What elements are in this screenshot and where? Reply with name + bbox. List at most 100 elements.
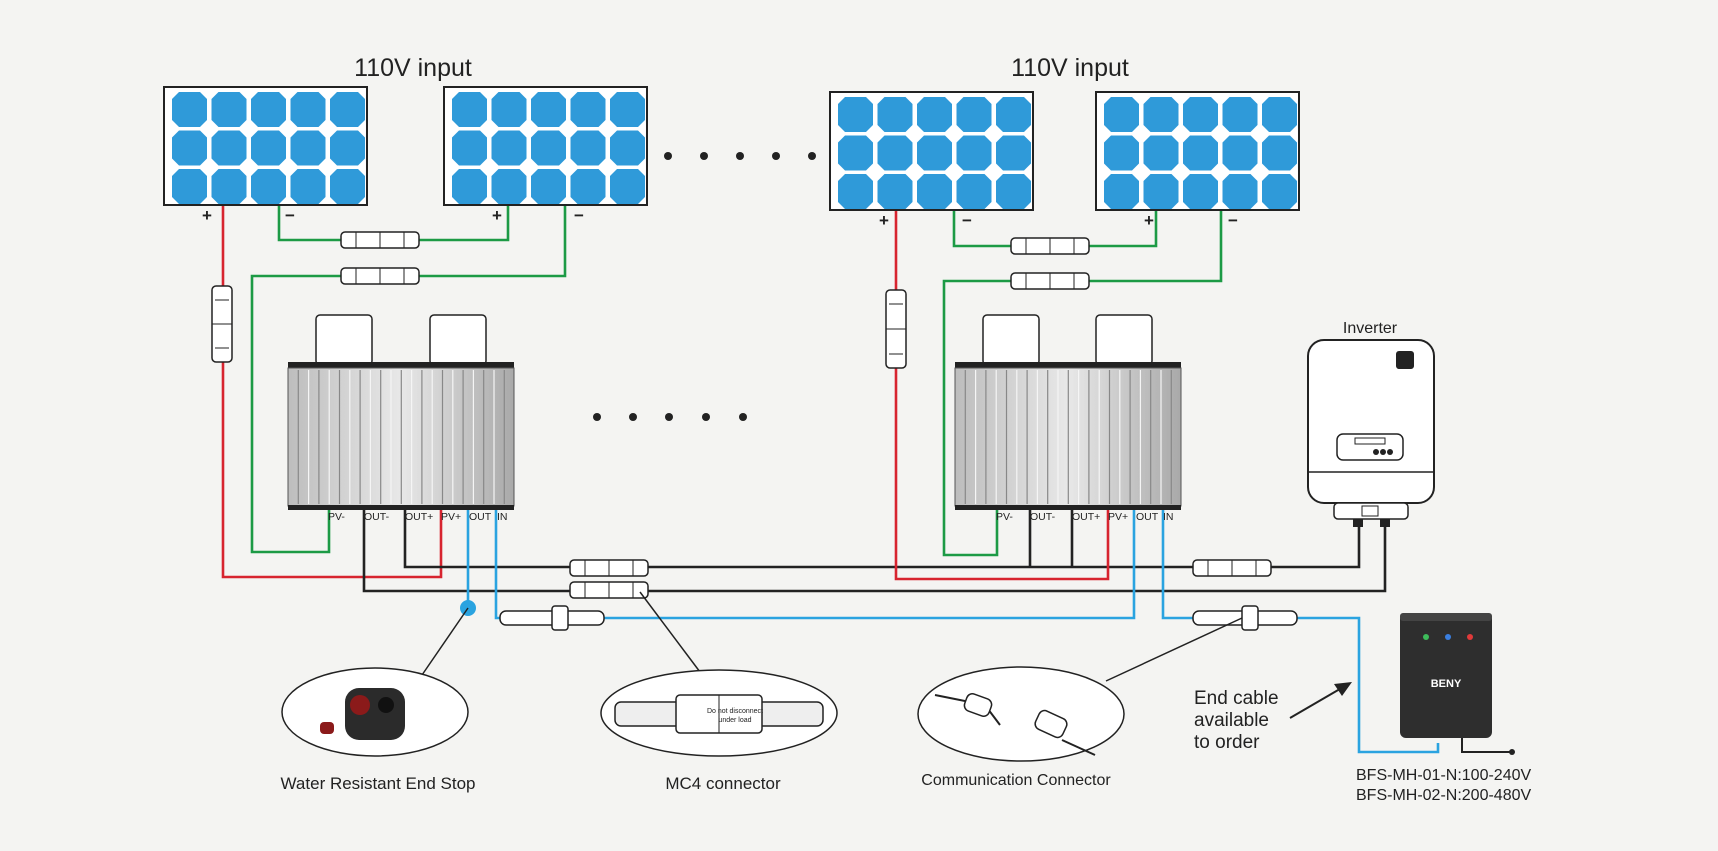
mc4-connector-series-4 [1010,272,1090,290]
solar-cell [290,130,326,166]
solar-cell [610,169,645,204]
port-label: OUT [1136,511,1159,523]
microinverter-2 [954,314,1182,510]
solar-cell [251,92,286,127]
port-label: PV- [996,511,1013,523]
solar-cell [1262,174,1297,209]
solar-cell [330,169,365,204]
solar-cell [877,135,913,171]
solar-cell [251,169,286,204]
port-label: PV- [328,511,345,523]
more-panels-dots [664,152,816,160]
end-cable-arrow [1289,682,1352,719]
device-brand: BENY [1431,678,1462,690]
solar-cell [996,97,1031,132]
solar-cell [491,92,527,127]
solar-cell [172,169,207,204]
solar-cell [1222,97,1258,132]
solar-cell [996,135,1031,171]
end-cable-line-1: End cable [1194,688,1279,709]
comm-callout [917,666,1125,762]
solar-cell [251,130,286,166]
mc4-connector-panel1-pos [211,285,233,363]
mc4-connector-ac-1 [569,559,649,577]
solar-cell [531,130,566,166]
solar-cell [877,174,913,209]
comm-label: Communication Connector [921,772,1111,789]
solar-panel-2 [443,86,648,206]
panel-2-plus: + [492,206,502,225]
solar-cell [917,97,952,132]
solar-cell [1183,174,1218,209]
mc4-warning-2: under load [718,717,751,724]
port-label: PV+ [441,511,461,523]
port-label: OUT [469,511,492,523]
panel-2-minus: − [574,206,584,225]
solar-cell [570,92,606,127]
mc4-connector-series-1 [340,231,420,249]
solar-cell [1183,135,1218,171]
solar-cell [172,130,207,166]
solar-panel-3 [829,91,1034,211]
solar-cell [1143,97,1179,132]
solar-cell [1183,97,1218,132]
port-labels-1: PV- OUT- OUT+ PV+ OUT IN [328,511,508,523]
comm-connector-1 [499,605,605,631]
mc4-connector-series-3 [1010,237,1090,255]
solar-panel-1 [163,86,368,206]
port-label: OUT+ [1072,511,1100,523]
group-title-2: 110V input [1011,54,1129,82]
comm-connector-2 [1192,605,1298,631]
solar-cell [1262,135,1297,171]
microinverter-1 [287,314,515,510]
port-label: OUT- [1030,511,1056,523]
port-label: PV+ [1108,511,1128,523]
solar-cell [610,92,645,127]
solar-cell [491,130,527,166]
inverter [1307,339,1435,527]
panel-4-minus: − [1228,211,1238,230]
end-stop-callout [281,667,469,757]
solar-cell [1143,135,1179,171]
solar-cell [452,130,487,166]
solar-cell [838,174,873,209]
device-model-2: BFS-MH-02-N:200-480V [1356,787,1532,804]
panel-3-minus: − [962,211,972,230]
solar-cell [211,169,247,204]
mc4-connector-ac-3 [1192,559,1272,577]
mc4-label: MC4 connector [665,774,781,793]
panel-3-plus: + [879,211,889,230]
solar-cell [211,92,247,127]
wires-group-1 [221,206,1387,620]
port-label: IN [497,511,508,523]
mc4-callout: Do not disconnect under load [600,669,838,757]
solar-cell [917,174,952,209]
panel-1-minus: − [285,206,295,225]
solar-cell [877,97,913,132]
solar-cell [1143,174,1179,209]
mc4-connector-panel3-pos [885,289,907,369]
end-cable-line-2: available [1194,710,1269,731]
solar-cell [838,97,873,132]
solar-cell [531,92,566,127]
port-label: OUT+ [405,511,433,523]
solar-cell [996,174,1031,209]
panel-4-plus: + [1144,211,1154,230]
solar-panel-4 [1095,91,1300,211]
end-stop-label: Water Resistant End Stop [281,774,476,793]
end-cable-line-3: to order [1194,732,1260,753]
solar-cell [610,130,645,166]
solar-cell [570,130,606,166]
solar-cell [491,169,527,204]
mc4-connector-series-2 [340,267,420,285]
port-label: OUT- [364,511,390,523]
solar-cell [531,169,566,204]
solar-cell [330,92,365,127]
port-labels-2: PV- OUT- OUT+ PV+ OUT IN [996,511,1174,523]
mc4-connector-ac-2 [569,581,649,599]
solar-cell [172,92,207,127]
solar-cell [1104,174,1139,209]
solar-cell [1262,97,1297,132]
